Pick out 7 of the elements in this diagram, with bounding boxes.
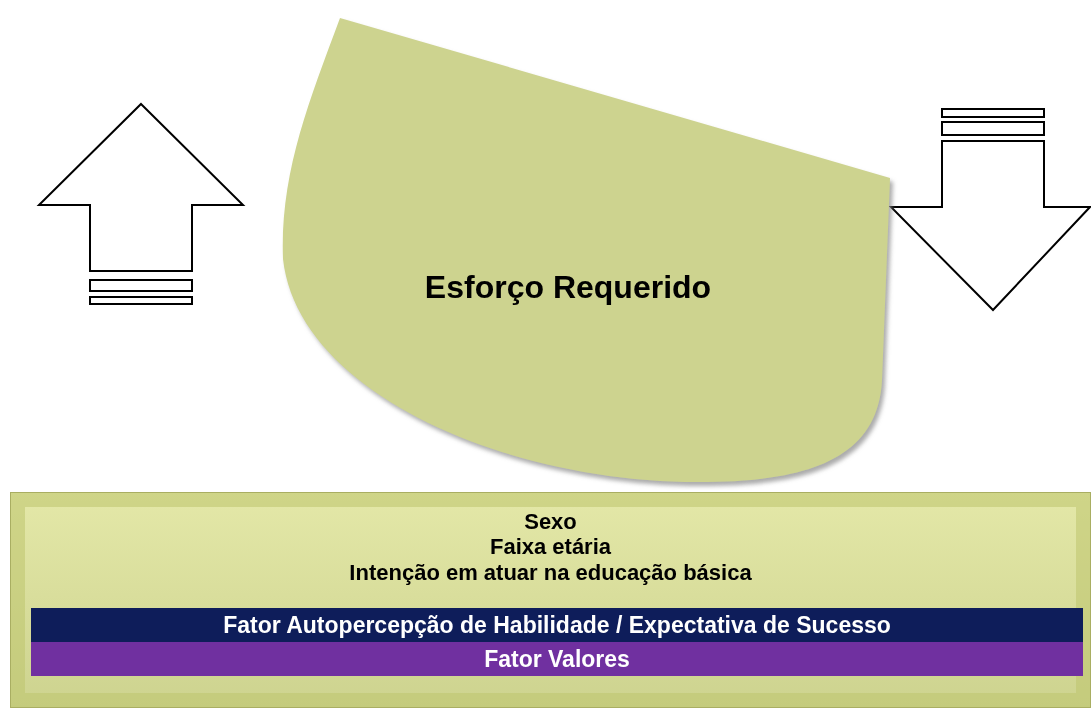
base-panel (10, 492, 1091, 708)
factor-text: Sexo (523, 509, 578, 535)
factor-text: Faixa etária (488, 534, 613, 560)
factor-band: Fator Valores (31, 642, 1083, 676)
shape-label: Esforço Requerido (423, 269, 713, 306)
factor-text: Intenção em atuar na educação básica (348, 559, 753, 585)
factor-band: Fator Autopercepção de Habilidade / Expectativa de Sucesso (31, 608, 1083, 642)
